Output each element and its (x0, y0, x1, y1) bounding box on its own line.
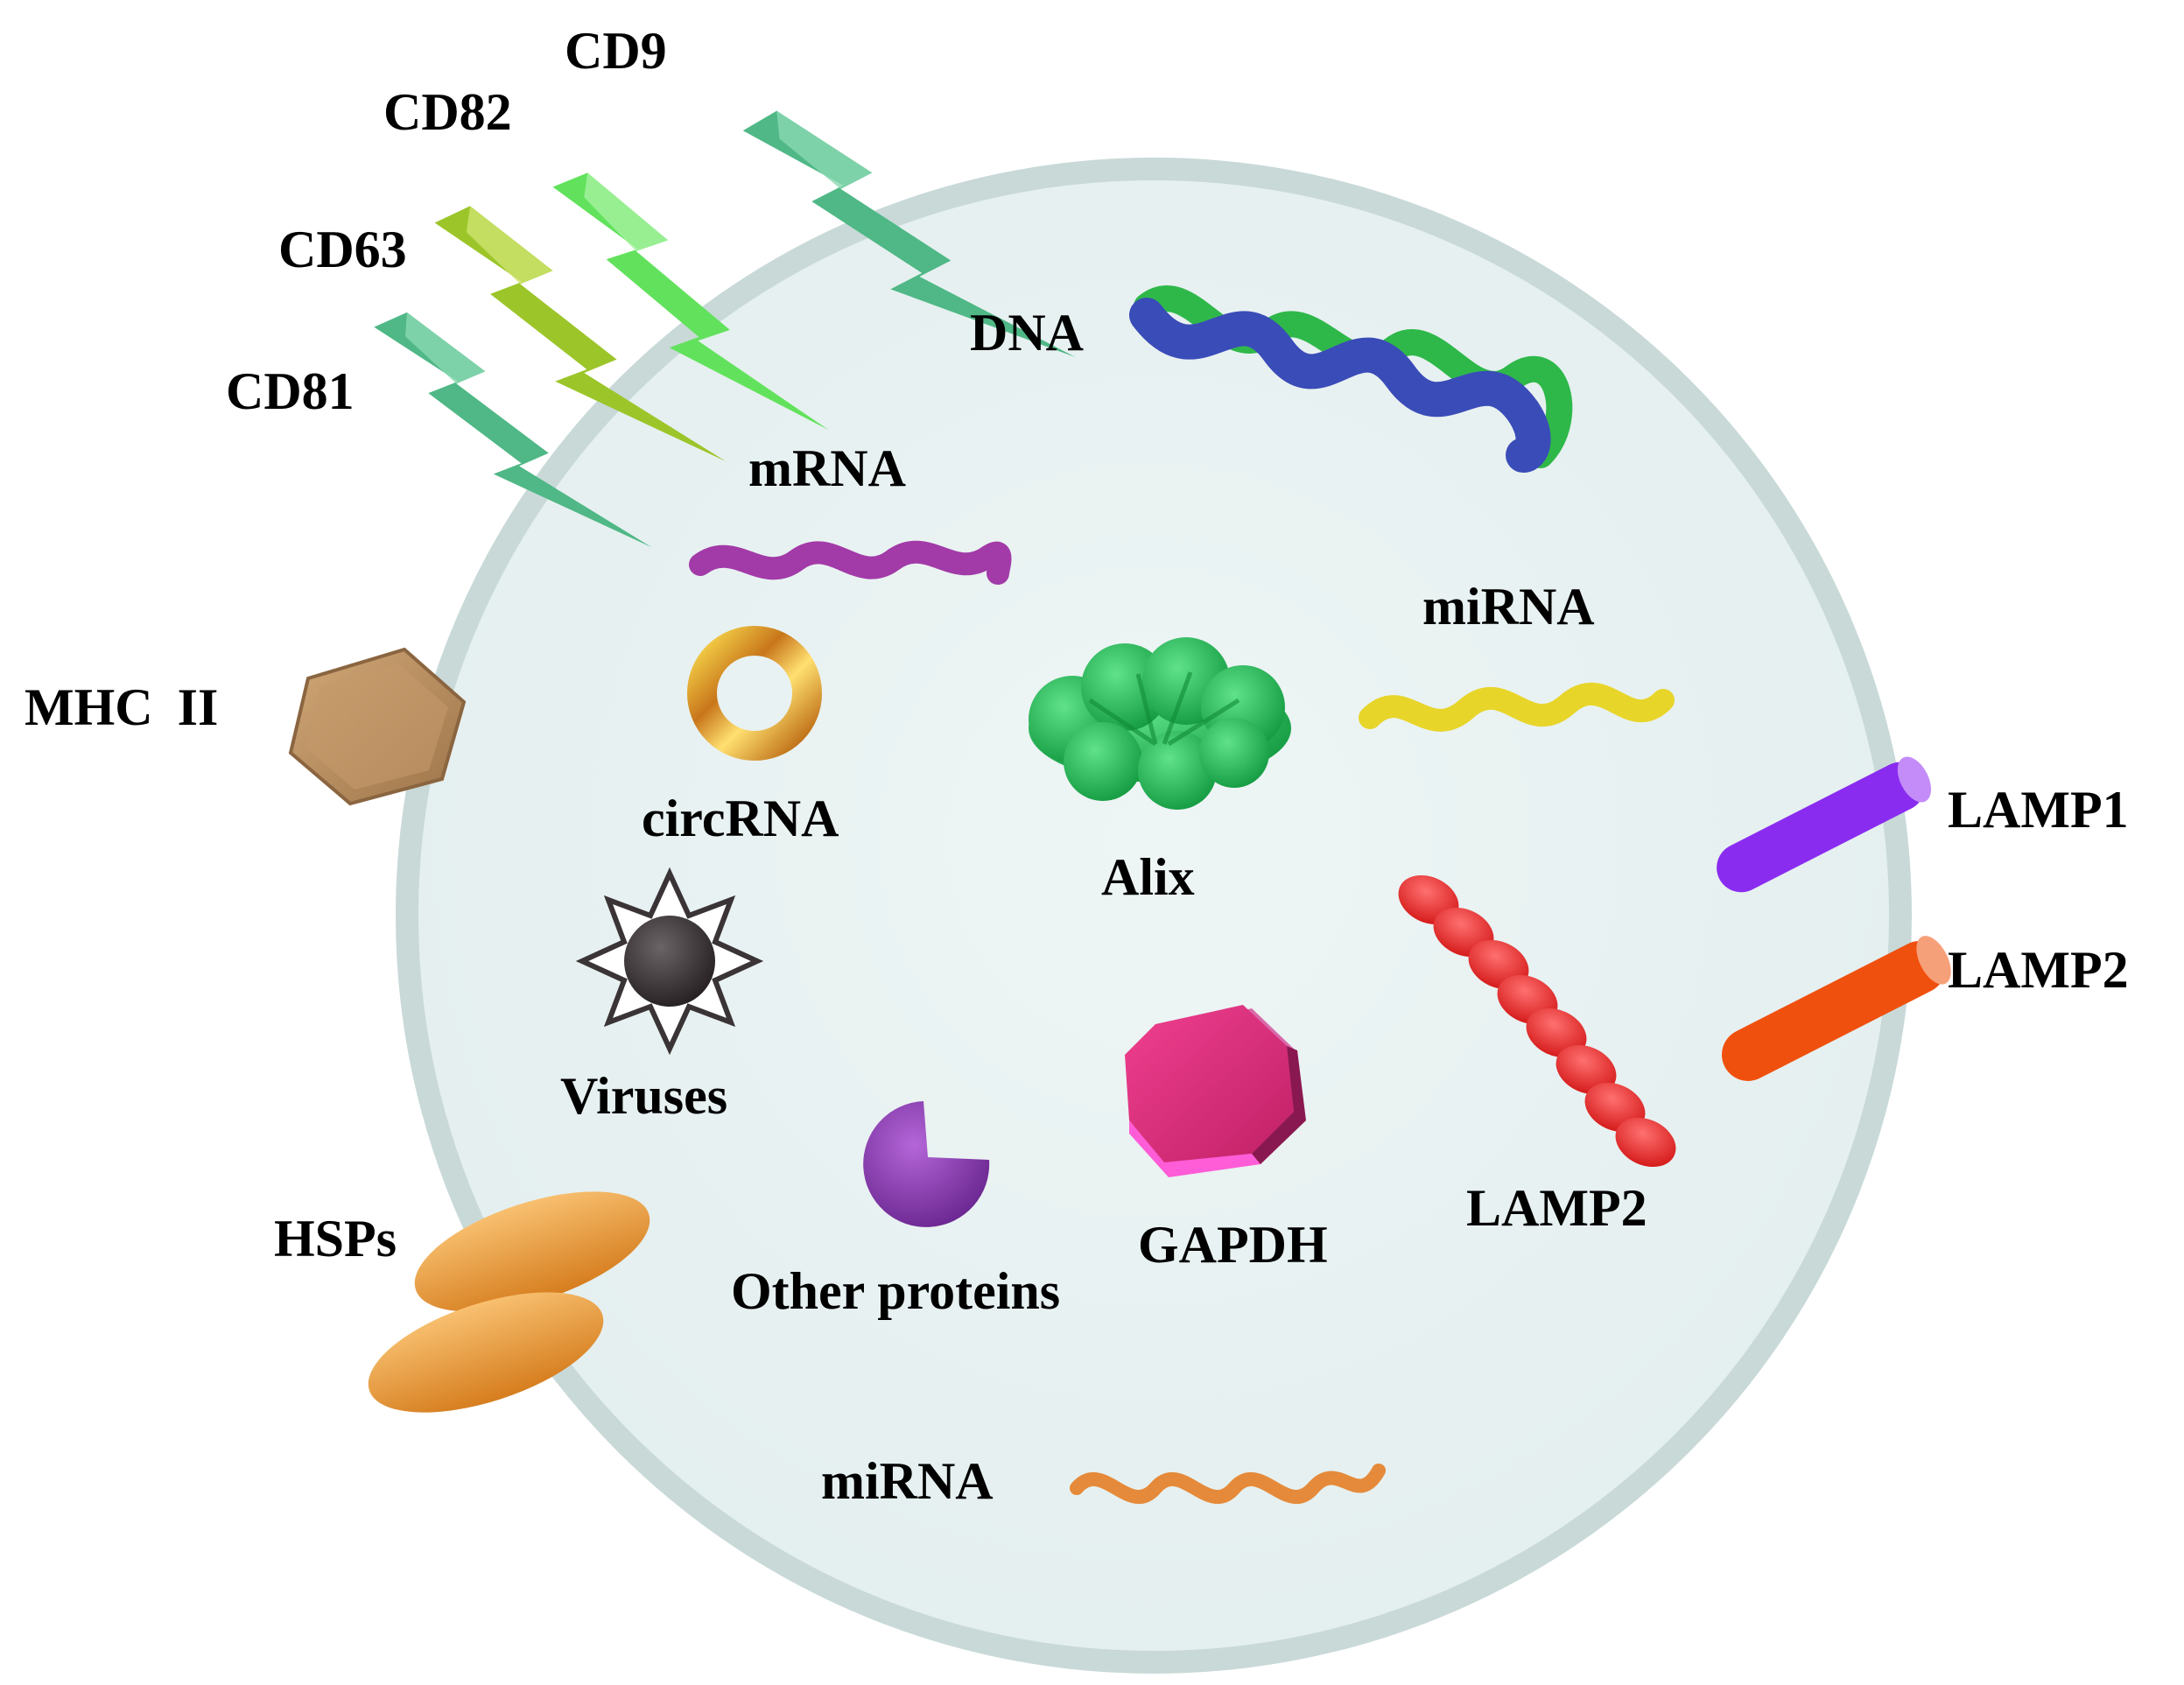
mrna-wavy-strand-icon (689, 540, 1012, 585)
lamp1-cylinder-icon (1717, 756, 1932, 893)
circrna-label: circRNA (642, 790, 839, 847)
cd82-label: CD82 (383, 83, 512, 141)
cd63-label: CD63 (278, 221, 407, 278)
lamp2-cylinder-icon (1721, 936, 1951, 1081)
circrna-ring-icon (687, 626, 822, 761)
alix-cloud-blob-icon (1029, 637, 1291, 810)
cd9-zigzag-icon (742, 110, 1077, 358)
cd81-zigzag-icon (374, 312, 652, 548)
vesicle-membrane (396, 158, 1912, 1674)
gapdh-label: GAPDH (1138, 1216, 1328, 1274)
cd81-label: CD81 (226, 362, 355, 420)
mirna-bottom-label: miRNA (821, 1452, 994, 1510)
mhc-hexagon-icon (288, 647, 467, 806)
cd9-label: CD9 (565, 22, 667, 80)
mirna-top-wavy-strand-icon (1359, 682, 1675, 732)
dna-label: DNA (970, 304, 1084, 362)
gapdh-octagon-gem-icon (1125, 1005, 1306, 1177)
lamp1-label: LAMP1 (1948, 781, 2129, 839)
other-proteins-pacman-icon (863, 1101, 990, 1227)
virus-starburst-icon (575, 867, 764, 1056)
lamp2-bead-chain-icon (1398, 874, 1676, 1168)
alix-label: Alix (1101, 848, 1195, 906)
cd82-zigzag-icon (552, 172, 829, 431)
other-proteins-label: Other proteins (731, 1262, 1060, 1320)
mirna-top-label: miRNA (1422, 578, 1595, 635)
lamp2-outer-label: LAMP2 (1948, 941, 2129, 999)
dna-double-helix-icon (1129, 285, 1573, 473)
hsps-label: HSPs (274, 1210, 397, 1267)
cd63-zigzag-icon (434, 206, 727, 462)
lamp2-inner-label: LAMP2 (1466, 1179, 1647, 1237)
viruses-label: Viruses (560, 1067, 727, 1125)
hsps-ellipse-pill-icon (368, 1191, 650, 1413)
mirna-bottom-wavy-strand-icon (1070, 1464, 1386, 1505)
mrna-label: mRNA (748, 439, 906, 497)
